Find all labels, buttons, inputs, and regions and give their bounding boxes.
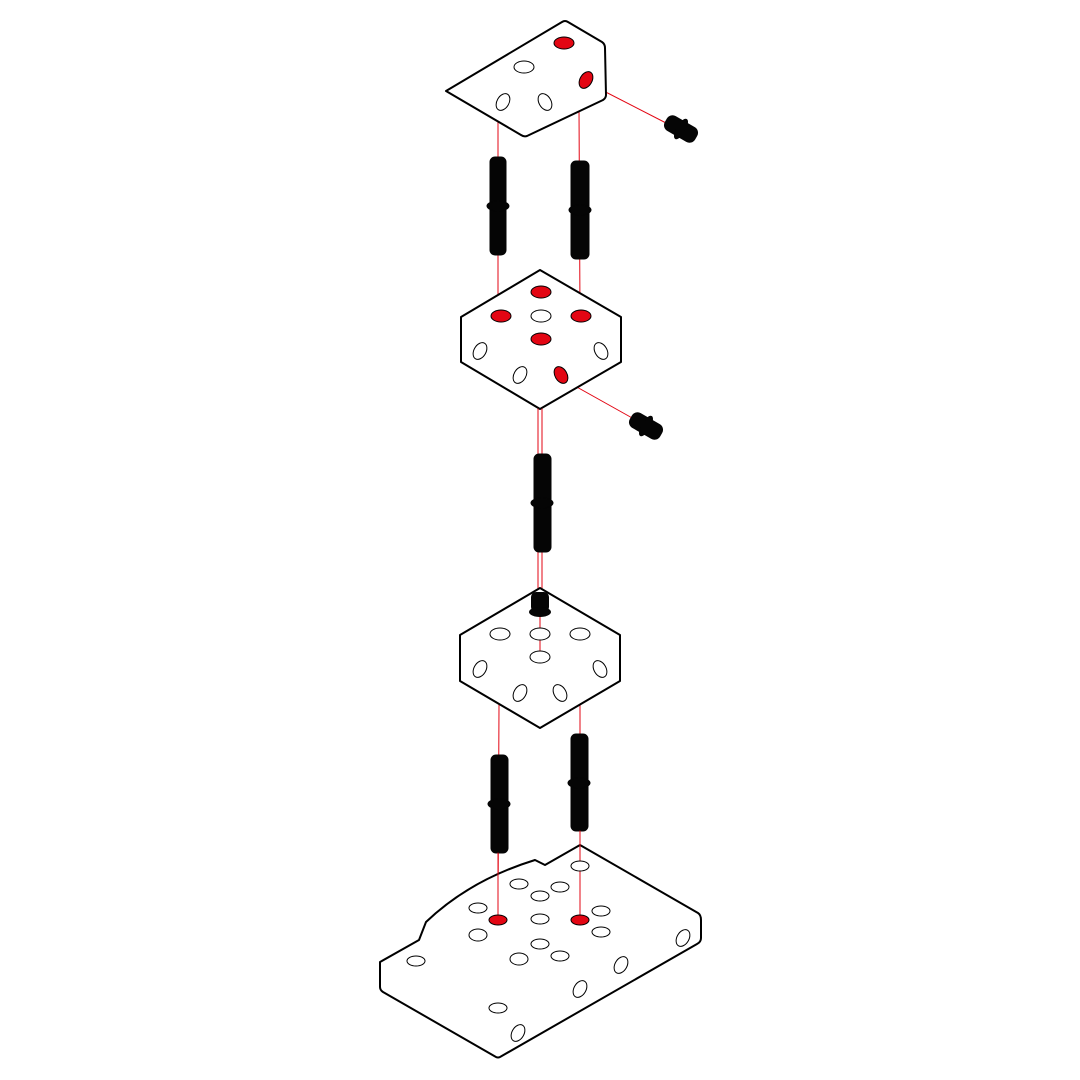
connector-block-upper	[460, 269, 622, 421]
side-hole-red	[578, 71, 594, 89]
short-pin	[628, 412, 664, 440]
pin-stub	[531, 592, 549, 612]
top-plate	[445, 20, 607, 138]
stud-hole	[513, 60, 535, 74]
connector-pin	[567, 733, 591, 832]
connector-pin	[487, 754, 511, 854]
short-pin	[663, 115, 699, 143]
connector-block-lower	[459, 587, 621, 729]
connector-pin	[568, 160, 592, 260]
pins	[486, 115, 699, 854]
stud-hole-red	[553, 36, 575, 50]
side-hole	[495, 93, 511, 111]
connector-pin	[486, 156, 510, 256]
side-hole	[537, 93, 553, 111]
connector-pin	[530, 453, 554, 553]
base-plate	[379, 830, 702, 1059]
